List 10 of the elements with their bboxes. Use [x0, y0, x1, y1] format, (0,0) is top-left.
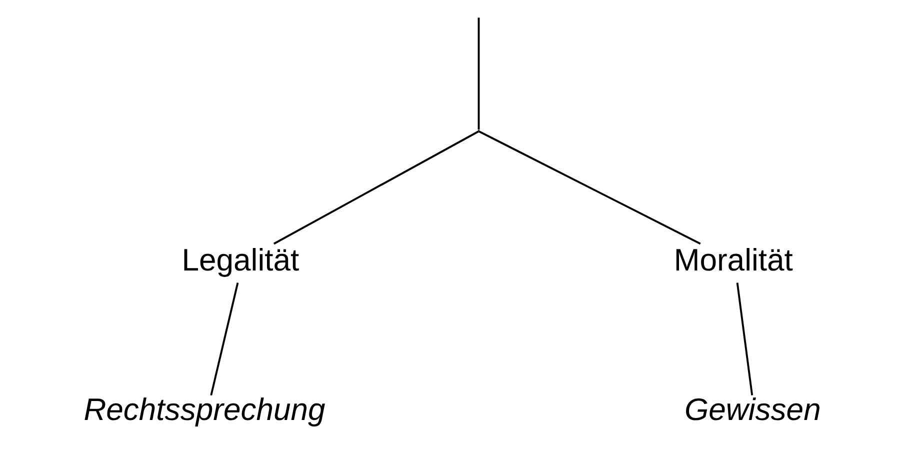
node-text: Moralität	[674, 242, 793, 278]
connector	[478, 130, 701, 245]
connector	[478, 18, 480, 130]
node-point	[478, 130, 480, 132]
connector	[210, 282, 239, 396]
node-text: Gewissen	[684, 392, 821, 428]
connector	[736, 282, 754, 396]
node-text: Rechtssprechung	[84, 392, 326, 428]
node-text: Legalität	[182, 242, 300, 278]
connector	[273, 130, 480, 245]
